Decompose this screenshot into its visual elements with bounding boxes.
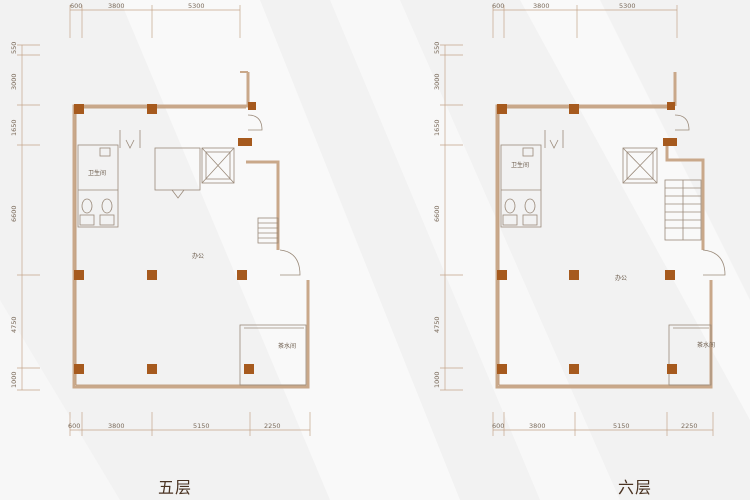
top-dim-2: 3800	[108, 2, 125, 10]
bottom-dimension-line	[492, 412, 714, 436]
left-dim-2: 3000	[10, 73, 18, 90]
tea-room-label: 茶水间	[278, 342, 296, 350]
top-dimension-line	[69, 5, 241, 38]
bottom-dim-1: 600	[68, 422, 80, 430]
elevator-shaft	[154, 147, 235, 199]
doors	[544, 114, 726, 276]
left-dim-3: 1650	[433, 119, 441, 136]
floor-plan-5: 600 3800 5300 550 3000 1650 6600 4750 10…	[10, 2, 311, 497]
stair	[257, 217, 279, 244]
bottom-dimension-line	[69, 412, 311, 436]
doors	[119, 114, 301, 276]
office-label: 办公	[192, 252, 204, 260]
exterior-walls	[72, 72, 310, 389]
left-dim-5: 4750	[433, 316, 441, 333]
wall-inner-lines	[75, 107, 306, 386]
left-dim-2: 3000	[433, 73, 441, 90]
structural-columns	[74, 102, 256, 374]
restroom	[77, 144, 119, 228]
bottom-dim-1: 600	[492, 422, 504, 430]
floor-plan-6: 600 3800 5300 550 3000 1650 6600 4750 10…	[375, 0, 750, 500]
left-dim-6: 1000	[10, 371, 18, 388]
top-dim-1: 600	[70, 2, 82, 10]
tea-room-label: 茶水间	[697, 341, 715, 349]
left-dim-4: 6600	[433, 205, 441, 222]
left-dim-1: 550	[433, 42, 441, 54]
left-dim-3: 1650	[10, 119, 18, 136]
left-dimension-line	[440, 44, 463, 391]
bottom-dim-2: 3800	[108, 422, 125, 430]
tea-room	[239, 324, 307, 386]
left-dim-4: 6600	[10, 205, 18, 222]
bottom-dim-2: 3800	[529, 422, 546, 430]
left-dim-5: 4750	[10, 316, 18, 333]
bottom-dim-4: 2250	[264, 422, 281, 430]
elevator-shaft	[622, 147, 658, 184]
office-label: 办公	[615, 274, 627, 282]
restroom	[500, 144, 542, 228]
left-dim-6: 1000	[433, 371, 441, 388]
stair	[664, 179, 702, 241]
bottom-dim-3: 5150	[193, 422, 210, 430]
wall-inner-lines	[498, 107, 709, 386]
restroom-label: 卫生间	[511, 161, 529, 169]
tea-room	[668, 324, 712, 386]
exterior-walls	[495, 72, 713, 389]
top-dim-3: 5300	[188, 2, 205, 10]
structural-columns	[497, 102, 677, 374]
left-dimension-line	[17, 44, 40, 391]
top-dim-2: 3800	[533, 2, 550, 10]
floor-title-6: 六层	[617, 478, 652, 497]
bottom-dim-3: 5150	[613, 422, 630, 430]
top-dim-1: 600	[492, 2, 504, 10]
left-dim-1: 550	[10, 42, 18, 54]
floor-plan-5-drawing: 600 3800 5300 550 3000 1650 6600 4750 10…	[10, 2, 311, 436]
top-dimension-line	[492, 5, 678, 38]
bottom-dim-4: 2250	[681, 422, 698, 430]
top-dim-3: 5300	[619, 2, 636, 10]
floor-plan-6-drawing: 600 3800 5300 550 3000 1650 6600 4750 10…	[433, 2, 726, 436]
floor-title-5: 五层	[157, 478, 192, 497]
restroom-label: 卫生间	[88, 169, 106, 177]
